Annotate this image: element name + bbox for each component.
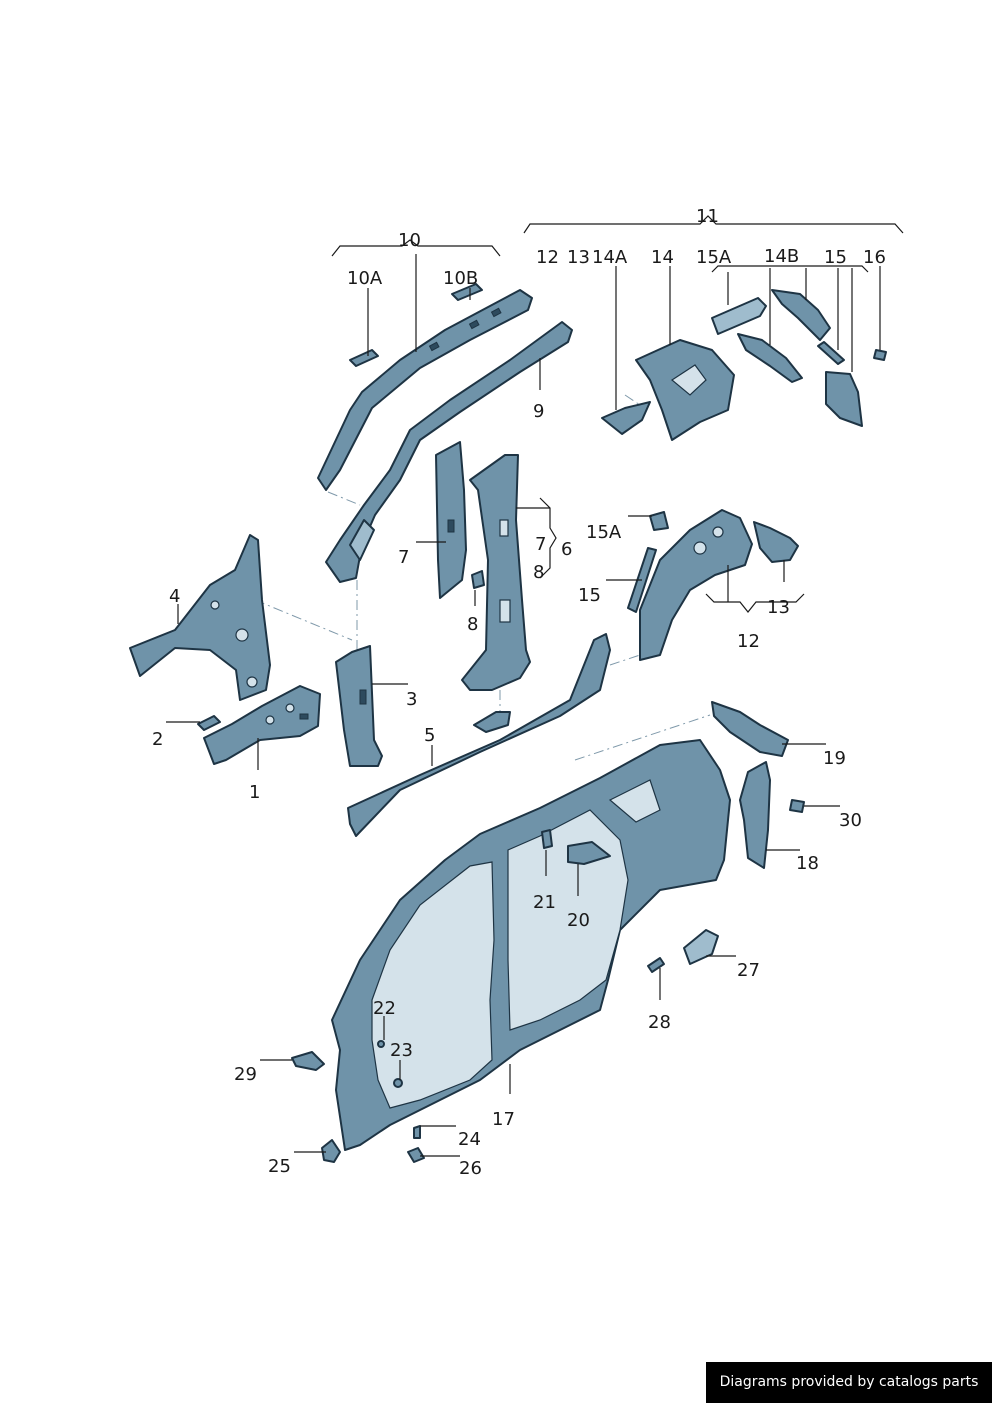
leader-lines [166, 215, 904, 1157]
label-2: 2 [152, 729, 163, 750]
part-20-bracket [567, 841, 611, 865]
part-14b-strip [737, 333, 803, 383]
label-15a-mid: 15A [586, 522, 622, 543]
label-30: 30 [839, 810, 862, 831]
part-5-side-sill [347, 633, 611, 837]
label-15-top: 15 [824, 247, 847, 268]
label-5: 5 [424, 725, 435, 746]
label-1: 1 [249, 782, 260, 803]
part-2-bracket [197, 715, 221, 731]
part-6-b-pillar [461, 454, 531, 691]
part-23-clip [393, 1078, 403, 1088]
label-10b: 10B [443, 268, 478, 289]
part-16-bolt [873, 349, 887, 361]
part-13-bracket [753, 521, 799, 563]
part-15-upper [771, 289, 831, 341]
part-7-b-pillar-inner [435, 441, 467, 599]
part-28-clip [647, 957, 665, 973]
label-14: 14 [651, 247, 674, 268]
label-7-right: 7 [535, 534, 546, 555]
label-29: 29 [234, 1064, 257, 1085]
label-25: 25 [268, 1156, 291, 1177]
label-23: 23 [390, 1040, 413, 1061]
label-10a: 10A [347, 268, 383, 289]
part-15a-upper [711, 297, 767, 335]
label-3: 3 [406, 689, 417, 710]
label-13-top: 13 [567, 247, 590, 268]
label-14b: 14B [764, 246, 799, 267]
label-9: 9 [533, 401, 544, 422]
label-10: 10 [398, 230, 421, 251]
part-labels: 10 10A 10B 9 11 12 13 14A 14 15A 14B 15 … [152, 206, 886, 1179]
part-29-bracket [291, 1051, 325, 1071]
part-10-roof-rail-inner [317, 289, 533, 491]
part-30-bolt [789, 799, 805, 813]
label-28: 28 [648, 1012, 671, 1033]
part-26-bracket [407, 1147, 425, 1163]
part-21-clip [541, 829, 553, 849]
part-12-rear-wheelhouse [639, 509, 753, 661]
label-4: 4 [169, 586, 180, 607]
label-21: 21 [533, 892, 556, 913]
label-12-mid: 12 [737, 631, 760, 652]
part-14a-bracket [601, 401, 651, 435]
label-24: 24 [458, 1129, 481, 1150]
label-16: 16 [863, 247, 886, 268]
label-12-top: 12 [536, 247, 559, 268]
part-10a-clip [349, 349, 379, 367]
part-1-side-member [203, 685, 321, 765]
label-17: 17 [492, 1109, 515, 1130]
label-19: 19 [823, 748, 846, 769]
part-19-trim [711, 701, 789, 757]
part-25-bracket [321, 1139, 341, 1163]
part-4-a-pillar-lower [129, 534, 271, 701]
part-15-rear-bracket [825, 371, 863, 427]
label-15-mid: 15 [578, 585, 601, 606]
label-8-left: 8 [467, 614, 478, 635]
part-24-clip [413, 1125, 421, 1139]
label-6: 6 [561, 539, 572, 560]
label-20: 20 [567, 910, 590, 931]
attribution-footer: Diagrams provided by catalogs parts [706, 1362, 992, 1403]
label-22: 22 [373, 998, 396, 1019]
alignment-lines [254, 394, 711, 761]
part-15a-clip [649, 511, 669, 531]
part-22-clip [377, 1040, 385, 1048]
label-11: 11 [696, 206, 719, 227]
label-15a-top: 15A [696, 247, 732, 268]
part-9-a-pillar-roof-rail [325, 321, 573, 583]
label-14a: 14A [592, 247, 628, 268]
part-10b-clip [451, 283, 483, 301]
part-14-bracket [635, 339, 735, 441]
label-8-right: 8 [533, 562, 544, 583]
label-18: 18 [796, 853, 819, 874]
part-17-body-side-panel [331, 739, 731, 1151]
label-13-mid: 13 [767, 597, 790, 618]
part-8-clip [471, 570, 485, 589]
part-27-fuel-flap [683, 929, 719, 965]
label-7-left: 7 [398, 547, 409, 568]
label-27: 27 [737, 960, 760, 981]
part-18-rear-panel [739, 761, 771, 869]
label-26: 26 [459, 1158, 482, 1179]
part-15-clip [817, 341, 845, 365]
part-3-a-pillar-reinforcement [335, 645, 383, 767]
